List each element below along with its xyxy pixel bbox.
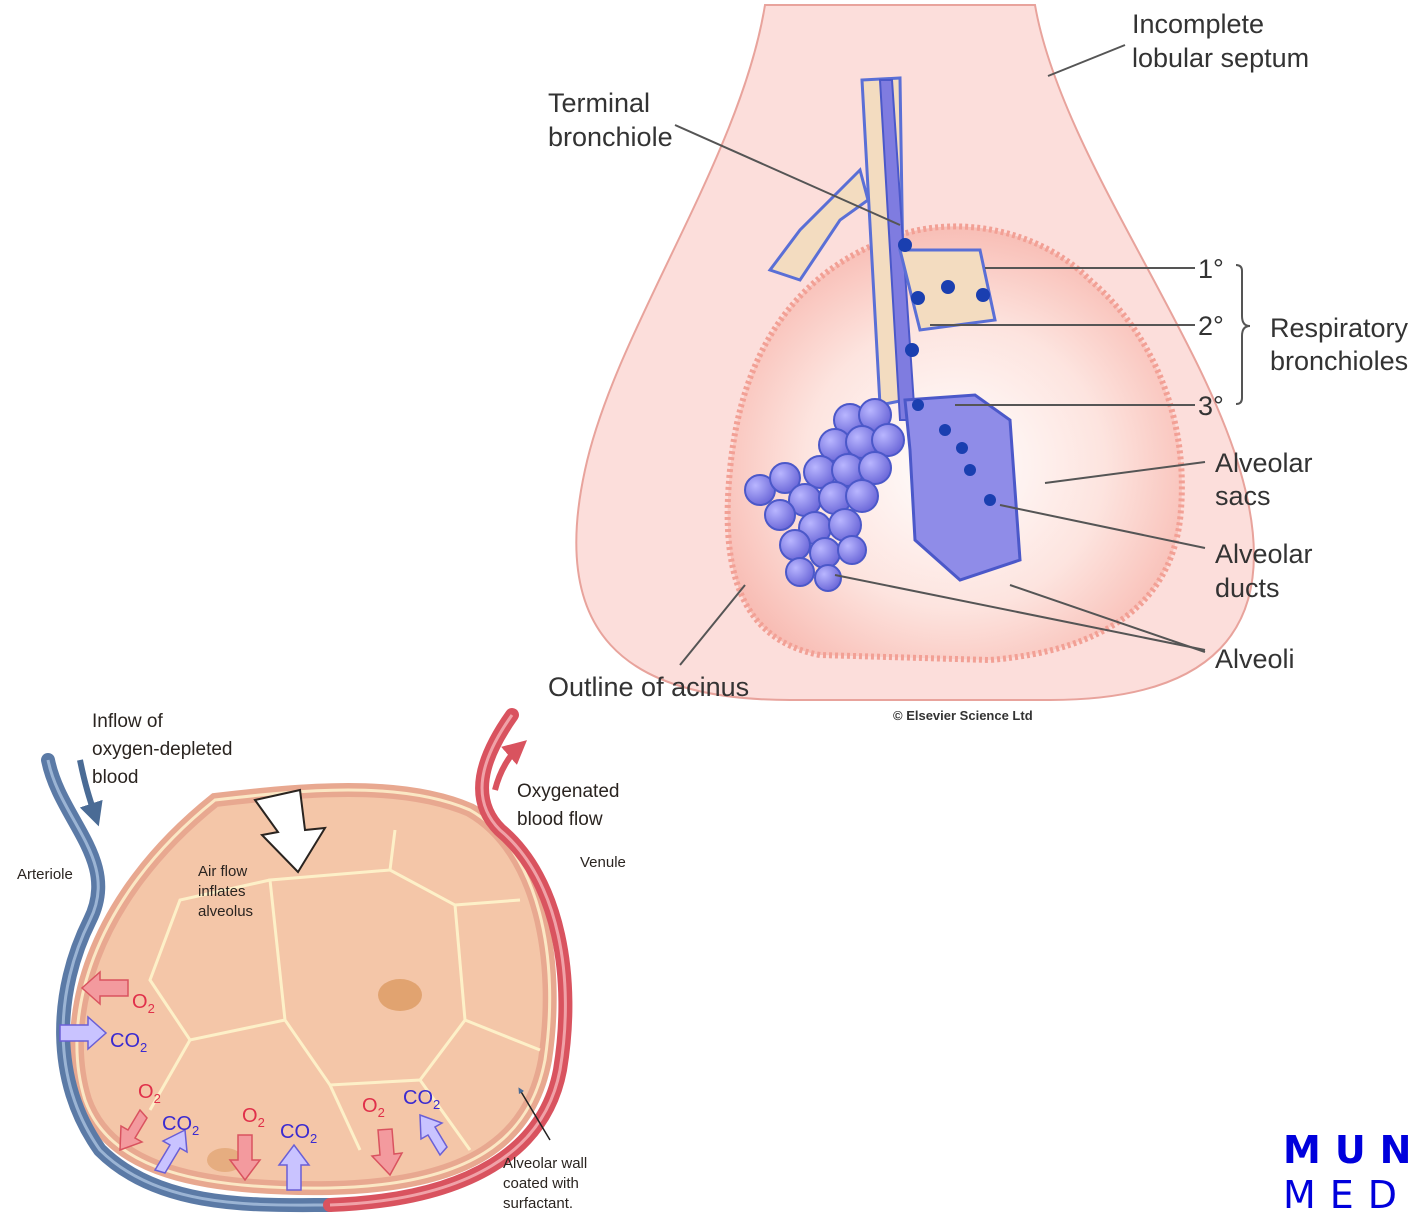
- label-incomplete-2: lobular septum: [1132, 43, 1309, 73]
- label-copyright: © Elsevier Science Ltd: [893, 708, 1033, 723]
- label-respiratory-2: bronchioles: [1270, 346, 1408, 376]
- label-inflow-2: oxygen-depleted: [92, 739, 233, 760]
- label-wall-2: coated with: [503, 1175, 579, 1192]
- label-oxygenated-2: blood flow: [517, 809, 603, 830]
- label-sacs-1: Alveolar: [1215, 448, 1313, 478]
- label-oxygenated-1: Oxygenated: [517, 781, 619, 802]
- outflow-arrow: [495, 748, 518, 790]
- label-wall-1: Alveolar wall: [503, 1155, 587, 1172]
- label-terminal-1: Terminal: [548, 88, 650, 118]
- label-order-3: 3°: [1198, 391, 1224, 421]
- label-sacs-2: sacs: [1215, 481, 1271, 511]
- label-ducts-1: Alveolar: [1215, 539, 1313, 569]
- logo-med: MED: [1283, 1173, 1411, 1215]
- label-ducts-2: ducts: [1215, 573, 1280, 603]
- label-order-2: 2°: [1198, 311, 1224, 341]
- label-air-flow-3: alveolus: [198, 903, 253, 920]
- label-outline-acinus: Outline of acinus: [548, 672, 749, 702]
- label-venule: Venule: [580, 854, 626, 871]
- label-air-flow-1: Air flow: [198, 863, 247, 880]
- label-inflow-3: blood: [92, 767, 139, 788]
- label-air-flow-2: inflates: [198, 883, 246, 900]
- label-terminal-2: bronchiole: [548, 122, 673, 152]
- alveolus-diagram: O2 CO2 O2 CO2 O2 CO2 O2 CO2 Inflow of ox…: [17, 711, 626, 1212]
- nucleus: [378, 979, 422, 1011]
- logo-muni: MUNI: [1283, 1128, 1423, 1172]
- label-wall-3: surfactant.: [503, 1195, 573, 1212]
- label-arteriole: Arteriole: [17, 866, 73, 883]
- label-alveoli: Alveoli: [1215, 644, 1295, 674]
- label-incomplete-1: Incomplete: [1132, 9, 1264, 39]
- label-respiratory-1: Respiratory: [1270, 313, 1409, 343]
- label-order-1: 1°: [1198, 254, 1224, 284]
- label-inflow-1: Inflow of: [92, 711, 163, 732]
- muni-med-logo: MUNI MED: [1283, 1128, 1423, 1215]
- alveolus-body: [77, 790, 550, 1188]
- acinus-diagram: Incomplete lobular septum Terminal bronc…: [548, 5, 1409, 723]
